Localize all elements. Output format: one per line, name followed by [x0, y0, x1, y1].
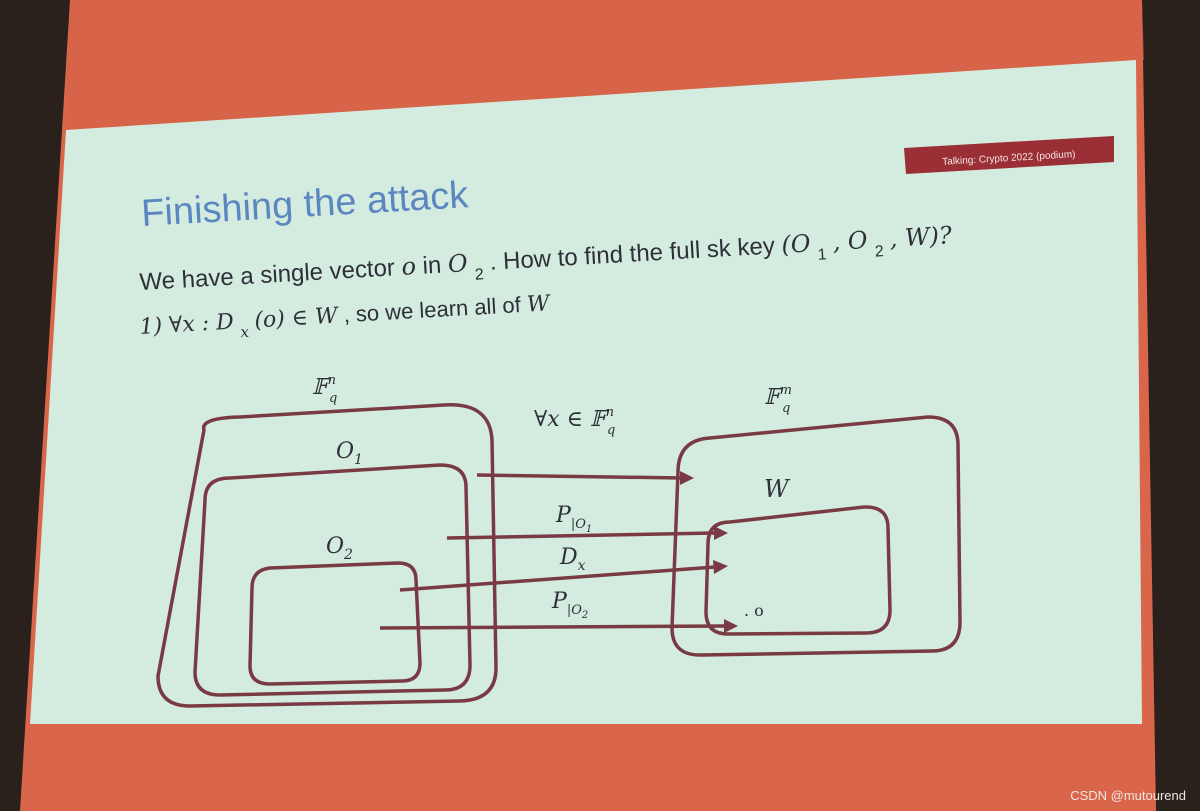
left-space-sub: q [329, 391, 337, 406]
watermark: CSDN @mutourend [1070, 788, 1186, 803]
box-fqn [156, 403, 498, 708]
line2-prefix: 1) ∀x : D [139, 310, 235, 340]
P1-letter: P [555, 503, 572, 528]
label-W: W [764, 475, 791, 503]
arrowhead-Dx [713, 560, 728, 574]
arrow-forall [476, 473, 683, 480]
line1-O: O [447, 249, 469, 278]
right-space-sup: m [780, 383, 792, 398]
label-O2: O2 [326, 534, 353, 563]
presenter-badge: Talking: Crypto 2022 (podium) [904, 136, 1114, 174]
label-P2: P|O2 [551, 589, 588, 621]
Dx-sub: x [578, 558, 586, 574]
box-O2 [248, 561, 422, 686]
arrowheads [680, 471, 738, 633]
slide-background [30, 60, 1142, 724]
O2-letter: O [326, 534, 344, 559]
arrow-P2 [379, 624, 726, 630]
wall-top-shade [66, 0, 1144, 130]
line1-in: in [422, 251, 449, 279]
label-Dx: Dx [559, 545, 586, 574]
arrowhead-P2 [724, 619, 738, 633]
right-space-symbol: 𝔽 [764, 385, 784, 410]
line1-t1: 1 [817, 246, 827, 263]
O2-sub: 2 [343, 547, 353, 563]
P2-subsub: 2 [581, 610, 588, 621]
arrow-P1 [446, 531, 716, 540]
P2-sub: |O [567, 603, 582, 618]
line2-W: W [526, 291, 552, 317]
arrow-Dx [399, 565, 716, 592]
Dx-letter: D [559, 545, 578, 570]
line1-O-sub: 2 [474, 266, 484, 283]
box-W [704, 505, 892, 636]
box-fqm [670, 415, 962, 657]
box-O1 [193, 463, 472, 697]
forall-sub: q [607, 423, 615, 438]
left-space-sup: n [328, 373, 336, 388]
line1-t-end: , W)? [889, 221, 953, 253]
O1-sub: 1 [354, 452, 363, 468]
left-space-symbol: 𝔽 [312, 375, 332, 400]
label-P1: P|O1 [555, 503, 592, 535]
label-point-o: . o [744, 601, 764, 620]
right-space-sub: q [782, 401, 790, 416]
line2-mid: (o) ∈ W [254, 303, 341, 333]
label-O1: O1 [336, 439, 363, 468]
forall-text: ∀x ∈ 𝔽 [534, 407, 610, 432]
diagram [156, 403, 962, 708]
arrowhead-forall [680, 471, 694, 485]
line1-t-mid: , O [832, 226, 869, 256]
line1-vector-o: o [401, 252, 417, 281]
P1-sub: |O [571, 517, 586, 532]
line1-tuple: (O [781, 229, 812, 259]
line1-t2: 2 [874, 243, 884, 260]
forall-sup: n [606, 405, 614, 420]
P2-letter: P [551, 589, 568, 614]
arrowhead-P1 [714, 526, 728, 540]
line2-sub: x [240, 323, 250, 341]
P1-subsub: 1 [586, 524, 592, 535]
O1-letter: O [336, 439, 354, 464]
